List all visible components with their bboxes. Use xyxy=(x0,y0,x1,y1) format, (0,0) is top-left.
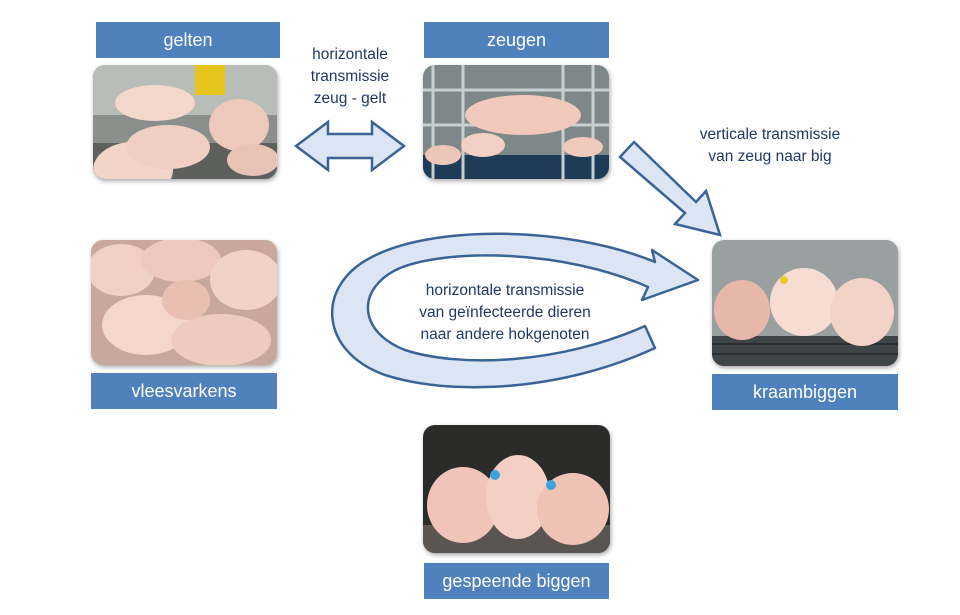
label-gelten: gelten xyxy=(96,22,280,58)
double-headed-arrow xyxy=(296,122,404,170)
caption-horizontal-penmates: horizontale transmissie van geïnfecteerd… xyxy=(400,280,610,346)
caption-line: zeug - gelt xyxy=(290,88,410,110)
caption-line: van zeug naar big xyxy=(680,146,860,168)
caption-line: horizontale xyxy=(290,44,410,66)
photo-zeugen xyxy=(423,65,609,179)
photo-gelten xyxy=(93,65,277,179)
caption-line: verticale transmissie xyxy=(680,124,860,146)
caption-vertical-sow-piglet: verticale transmissie van zeug naar big xyxy=(680,124,860,168)
photo-gespeende-biggen xyxy=(423,425,610,553)
photo-vleesvarkens xyxy=(91,240,277,365)
caption-horizontal-sow-gilt: horizontale transmissie zeug - gelt xyxy=(290,44,410,110)
caption-line: naar andere hokgenoten xyxy=(400,324,610,346)
caption-line: van geïnfecteerde dieren xyxy=(400,302,610,324)
label-gespeende-biggen: gespeende biggen xyxy=(424,563,609,599)
label-vleesvarkens: vleesvarkens xyxy=(91,373,277,409)
label-zeugen: zeugen xyxy=(424,22,609,58)
caption-line: horizontale transmissie xyxy=(400,280,610,302)
label-kraambiggen: kraambiggen xyxy=(712,374,898,410)
photo-kraambiggen xyxy=(712,240,898,366)
caption-line: transmissie xyxy=(290,66,410,88)
